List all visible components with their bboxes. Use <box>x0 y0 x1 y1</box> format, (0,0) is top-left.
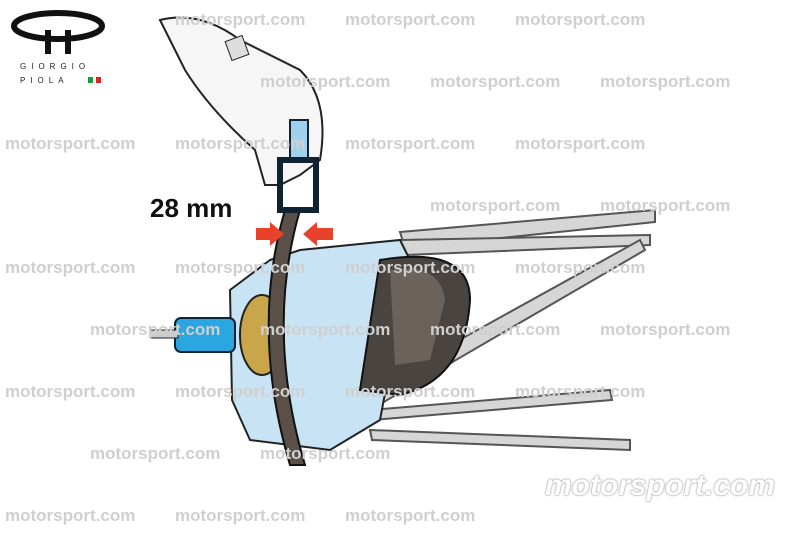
brake-disc <box>267 209 307 466</box>
arrow-left-icon <box>303 222 333 246</box>
italian-flag-icon <box>88 77 93 83</box>
measurement-arrows <box>256 222 333 246</box>
italian-flag-red <box>96 77 101 83</box>
logo-name-line2: PIOLA <box>20 76 69 85</box>
hand-with-gauge <box>158 16 324 213</box>
logo-name-line1: GIORGIO <box>20 62 91 71</box>
arrow-right-icon <box>256 222 284 246</box>
giorgio-piola-logo: GIORGIO PIOLA <box>8 8 108 88</box>
hub <box>149 294 285 376</box>
gp-logo-mark <box>11 10 105 54</box>
motorsport-brand-watermark: motorsport.com <box>545 469 776 502</box>
measurement-label: 28 mm <box>150 193 233 223</box>
